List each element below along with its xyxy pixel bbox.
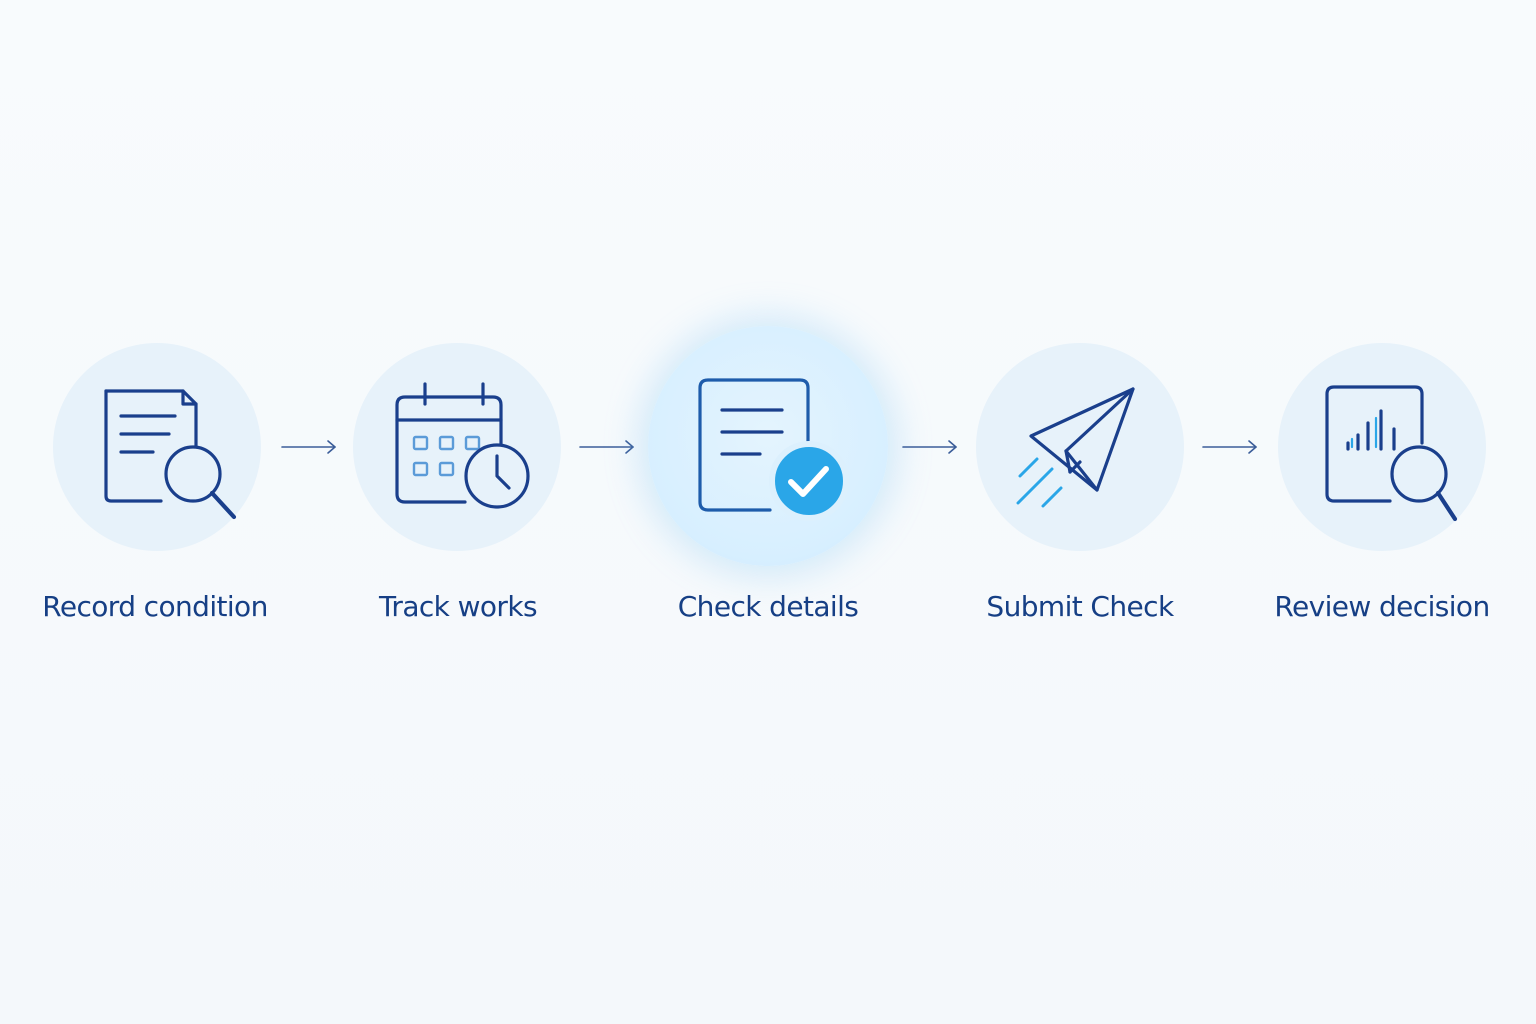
step-label-review-decision: Review decision: [1274, 590, 1490, 623]
arrow-right-icon: [902, 440, 957, 454]
step-label-submit-check: Submit Check: [986, 590, 1174, 623]
step-submit-check: [976, 343, 1184, 551]
arrow-right-icon: [579, 440, 634, 454]
chart-search-icon: [1278, 343, 1486, 551]
document-check-icon: [648, 326, 888, 566]
calendar-clock-icon: [353, 343, 561, 551]
step-label-track-works: Track works: [379, 590, 538, 623]
arrow-right-icon: [281, 440, 336, 454]
document-search-icon: [53, 343, 261, 551]
paper-plane-icon: [976, 343, 1184, 551]
step-track-works: [353, 343, 561, 551]
step-label-check-details: Check details: [677, 590, 859, 623]
step-review-decision: [1278, 343, 1486, 551]
step-label-record-condition: Record condition: [42, 590, 268, 623]
arrow-right-icon: [1202, 440, 1257, 454]
step-record-condition: [53, 343, 261, 551]
step-check-details: [648, 326, 888, 566]
